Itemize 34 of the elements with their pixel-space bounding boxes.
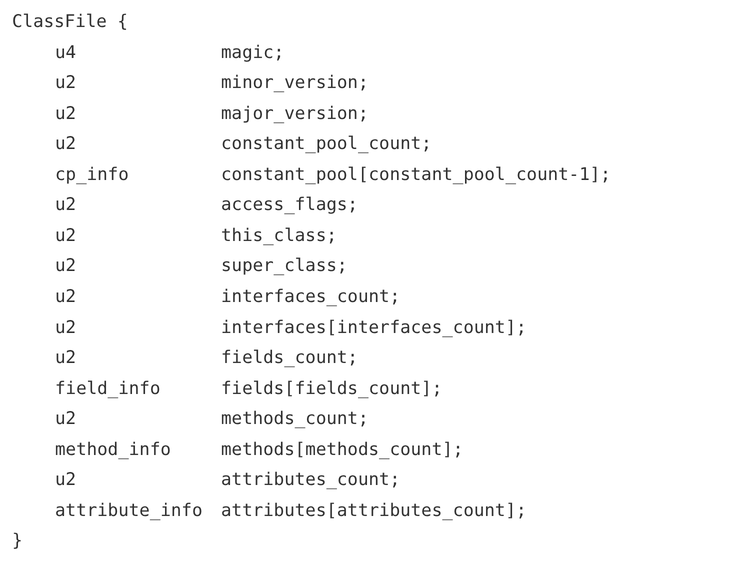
field-type: attribute_info [55,500,203,522]
struct-header: ClassFile { [12,11,128,33]
field-declaration: attributes[attributes_count]; [221,500,527,522]
field-type: u4 [55,42,76,64]
field-declaration: magic; [221,42,284,64]
field-declaration: major_version; [221,102,369,125]
field-declaration: fields_count; [221,347,358,370]
field-type: method_info [55,438,171,461]
field-type: u2 [55,72,76,94]
closing-brace: } [12,530,23,552]
field-declaration: access_flags; [221,194,358,216]
field-type: u2 [55,347,76,370]
field-type: u2 [55,408,76,430]
field-declaration: minor_version; [221,72,369,94]
field-type: u2 [55,286,76,308]
field-declaration: methods[methods_count]; [221,438,464,461]
field-type: field_info [55,378,160,400]
field-declaration: attributes_count; [221,469,400,492]
field-type: u2 [55,194,76,216]
field-type: u2 [55,102,76,125]
field-declaration: fields[fields_count]; [221,378,442,400]
field-declaration: this_class; [221,224,337,247]
field-type: u2 [55,224,76,247]
field-type: u2 [55,255,76,278]
field-declaration: methods_count; [221,408,369,430]
field-declaration: super_class; [221,255,348,278]
field-declaration: interfaces[interfaces_count]; [221,316,527,338]
field-declaration: constant_pool_count; [221,133,432,156]
field-declaration: constant_pool[constant_pool_count-1]; [221,164,611,186]
field-type: u2 [55,316,76,338]
field-declaration: interfaces_count; [221,286,400,308]
field-type: u2 [55,469,76,492]
field-type: cp_info [55,164,129,186]
field-type: u2 [55,133,76,156]
